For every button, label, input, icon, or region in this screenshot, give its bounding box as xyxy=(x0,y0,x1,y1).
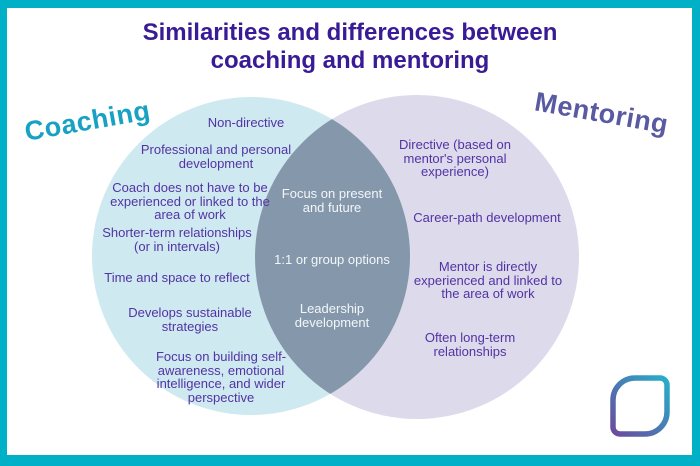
mentoring-item-experienced: Mentor is directly experienced and linke… xyxy=(413,259,563,301)
shared-item-leadership: Leadership development xyxy=(294,301,370,330)
coaching-item-time-space: Time and space to reflect xyxy=(104,270,250,285)
coaching-item-not-experienced: Coach does not have to be experienced or… xyxy=(110,180,270,222)
shared-item-present-future: Focus on present and future xyxy=(281,186,383,215)
mentoring-item-career-path: Career-path development xyxy=(413,210,561,225)
coaching-item-professional-development: Professional and personal development xyxy=(140,142,292,171)
coaching-item-non-directive: Non-directive xyxy=(207,115,285,130)
brand-logo-icon xyxy=(610,375,670,437)
mentoring-item-directive: Directive (based on mentor's personal ex… xyxy=(399,137,511,179)
mentoring-item-long-term: Often long-term relationships xyxy=(424,330,516,359)
page-title: Similarities and differences between coa… xyxy=(142,19,558,74)
shared-item-group-options: 1:1 or group options xyxy=(274,252,390,267)
coaching-item-self-awareness: Focus on building self- awareness, emoti… xyxy=(155,349,287,405)
coaching-item-sustainable-strategies: Develops sustainable strategies xyxy=(128,305,252,334)
leaf-square-shape xyxy=(610,375,670,437)
overlap-region xyxy=(255,97,410,415)
coaching-item-shorter-term: Shorter-term relationships (or in interv… xyxy=(102,225,252,254)
